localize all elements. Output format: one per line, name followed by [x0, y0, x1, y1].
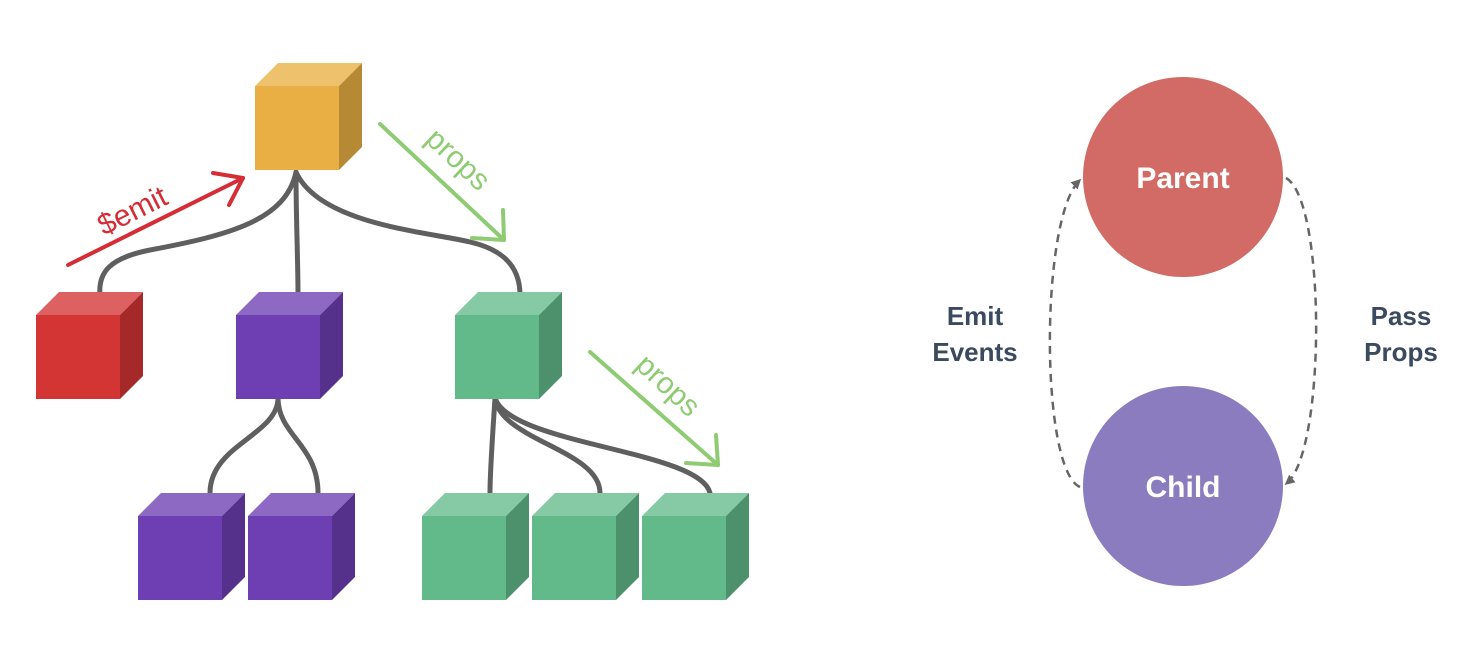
connector-green-leaf1	[487, 395, 498, 496]
emit-arrow	[66, 171, 245, 267]
props-label-top: props	[419, 122, 496, 197]
connector-green-leaf3	[492, 395, 713, 496]
green-leaf-cube-3	[642, 493, 749, 600]
connector-green-leaf2	[492, 395, 603, 496]
props-arrow-bottom	[588, 350, 720, 467]
purple-cube	[236, 292, 343, 399]
props-arrow-top	[378, 122, 506, 242]
green-leaf-cube-2	[532, 493, 639, 600]
props-label-bottom: props	[629, 348, 706, 423]
connector-root-green	[293, 169, 523, 298]
connector-purple-leaf2	[275, 395, 321, 496]
emit-events-label-line1: Emit	[947, 301, 1004, 331]
purple-leaf-cube-2	[248, 493, 355, 600]
tree-connectors	[97, 169, 713, 496]
tree-cubes	[36, 63, 749, 600]
emit-events-label-line2: Events	[932, 337, 1017, 367]
connector-root-purple	[293, 169, 301, 298]
pass-props-label-line1: Pass	[1371, 301, 1432, 331]
pass-props-dashed-arrow	[1284, 176, 1318, 485]
pass-props-label-line2: Props	[1364, 337, 1438, 367]
green-leaf-cube-1	[422, 493, 529, 600]
green-cube	[455, 292, 562, 399]
parent-circle	[1083, 77, 1283, 277]
parent-label: Parent	[1136, 162, 1229, 195]
child-label: Child	[1146, 471, 1221, 504]
child-circle	[1083, 386, 1283, 586]
connector-purple-leaf1	[207, 395, 281, 496]
emit-events-dashed-arrow	[1048, 178, 1082, 489]
root-cube	[255, 63, 362, 170]
connector-root-red	[97, 169, 299, 298]
red-cube	[36, 292, 143, 399]
purple-leaf-cube-1	[138, 493, 245, 600]
